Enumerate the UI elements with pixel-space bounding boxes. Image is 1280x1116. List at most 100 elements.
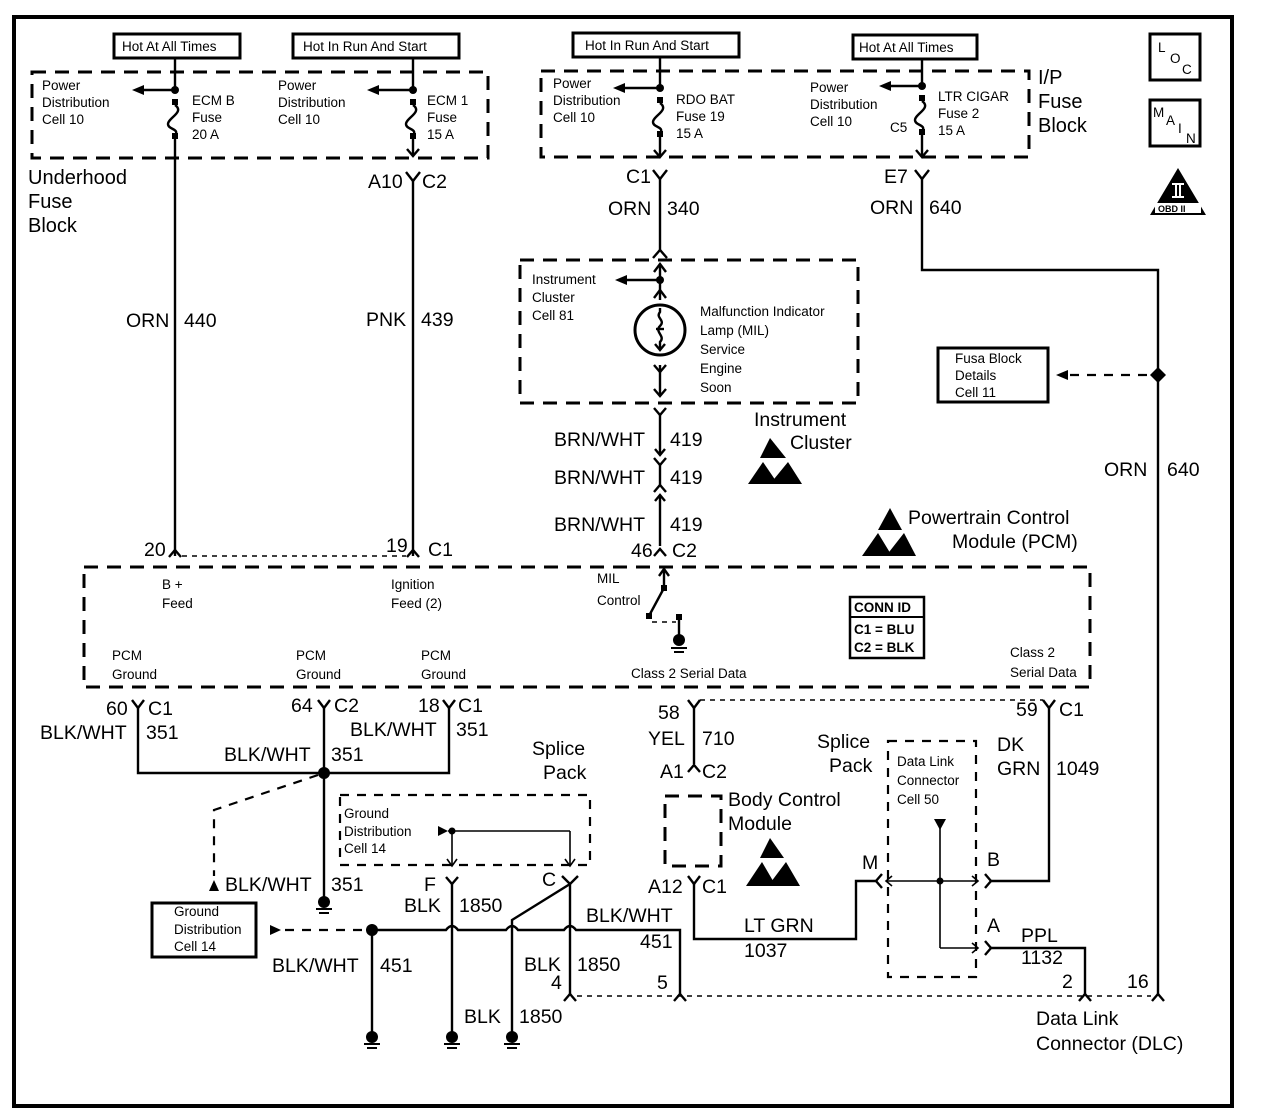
- svg-text:ECM 1: ECM 1: [427, 93, 468, 108]
- svg-text:351: 351: [331, 874, 364, 896]
- svg-text:Connector: Connector: [897, 773, 960, 788]
- svg-text:1850: 1850: [577, 954, 621, 976]
- fuse-block-details-ref[interactable]: Fusa Block Details Cell 11: [936, 346, 1050, 404]
- wire-label-pnk-439: PNK 439: [366, 309, 454, 331]
- svg-text:Splice: Splice: [817, 731, 870, 753]
- pcm-class2-serial-data-label: Class 2 Serial Data: [631, 666, 747, 681]
- main-icon[interactable]: M A I N: [1148, 98, 1202, 148]
- pcm-ground-label-3: PCM Ground: [421, 648, 466, 682]
- svg-text:20 A: 20 A: [192, 127, 219, 142]
- svg-text:Block: Block: [28, 215, 78, 237]
- bcm-pin-a12: A12: [648, 876, 683, 898]
- svg-text:B +: B +: [162, 577, 183, 592]
- arrow-up-icon: [209, 880, 219, 891]
- svg-text:Cluster: Cluster: [532, 290, 575, 305]
- dlc-pin-5: 5: [657, 972, 668, 994]
- svg-text:Distribution: Distribution: [810, 97, 878, 112]
- pd-ref-label: Power Distribution Cell 10: [278, 78, 346, 127]
- wire-label-orn-640-side: ORN 640: [1104, 459, 1200, 481]
- wire-label-blk-wht-451-b: BLK/WHT 451: [586, 905, 673, 953]
- svg-text:Cell 10: Cell 10: [553, 110, 595, 125]
- underhood-fuse-block-boundary: [30, 70, 490, 160]
- svg-text:PPL: PPL: [1021, 925, 1058, 947]
- wire-label-blk-wht-351-c: BLK/WHT 351: [350, 719, 489, 741]
- svg-text:15 A: 15 A: [427, 127, 454, 142]
- bcm-boundary: [663, 794, 723, 868]
- fuse-ecm-b-label: ECM B Fuse 20 A: [192, 93, 235, 142]
- arrow-left-icon: [367, 85, 379, 95]
- svg-text:BRN/WHT: BRN/WHT: [554, 514, 645, 536]
- pcm-conn-c1: C1: [428, 539, 453, 561]
- conn-id-table: CONN ID C1 = BLU C2 = BLK: [848, 595, 926, 660]
- svg-text:PCM: PCM: [112, 648, 142, 663]
- svg-text:BLK: BLK: [404, 895, 441, 917]
- svg-text:Distribution: Distribution: [174, 922, 242, 937]
- svg-text:1037: 1037: [744, 940, 787, 962]
- svg-text:Engine: Engine: [700, 361, 742, 376]
- pcm-b-feed-label: B + Feed: [162, 577, 193, 611]
- loc-icon[interactable]: L O C: [1148, 32, 1202, 82]
- arrow-right-icon: [270, 925, 281, 935]
- wire-label-brn-wht-419-a: BRN/WHT 419: [554, 429, 703, 451]
- svg-text:BLK/WHT: BLK/WHT: [586, 905, 673, 927]
- svg-text:Hot At All Times: Hot At All Times: [859, 40, 954, 55]
- svg-text:Instrument: Instrument: [532, 272, 596, 287]
- svg-text:Cluster: Cluster: [790, 432, 852, 454]
- wire-label-dk-grn-1049: DK GRN 1049: [997, 734, 1099, 780]
- pcm-mil-control-label: MIL Control: [597, 571, 641, 608]
- ground-icon: [316, 896, 332, 914]
- wire-label-orn-640-top: ORN 640: [870, 197, 962, 219]
- wire-label-blk-wht-351-a: BLK/WHT 351: [40, 722, 179, 744]
- svg-text:C1 = BLU: C1 = BLU: [854, 622, 914, 637]
- pcm-pin-46: 46: [631, 540, 653, 562]
- ground-distribution-ref-box[interactable]: Ground Distribution Cell 14: [150, 901, 258, 959]
- obd-ii-icon[interactable]: OBD II: [1150, 168, 1206, 215]
- pcm-boundary: [82, 565, 1092, 689]
- page-frame: [12, 15, 1234, 1108]
- svg-text:440: 440: [184, 310, 217, 332]
- svg-text:351: 351: [146, 722, 179, 744]
- svg-text:YEL: YEL: [648, 728, 685, 750]
- instrument-cluster-boundary: [518, 258, 860, 405]
- svg-text:Power: Power: [810, 80, 849, 95]
- pcm-conn-c1: C1: [458, 695, 483, 717]
- instrument-cluster-ref-label: Instrument Cluster Cell 81: [532, 272, 596, 323]
- hot-at-all-times-label-1: Hot At All Times: [112, 32, 242, 60]
- esd-warning-icon: [746, 838, 800, 886]
- svg-text:Data Link: Data Link: [897, 754, 954, 769]
- svg-text:ORN: ORN: [126, 310, 169, 332]
- connector-pin-label: A10: [368, 171, 403, 193]
- mil-label: Malfunction Indicator Lamp (MIL) Service…: [700, 304, 825, 395]
- svg-text:RDO BAT: RDO BAT: [676, 92, 735, 107]
- svg-text:I/P: I/P: [1038, 67, 1062, 89]
- pcm-pin-19: 19: [386, 535, 408, 557]
- esd-warning-icon: [862, 508, 916, 556]
- pcm-ignition-feed-label: Ignition Feed (2): [391, 577, 442, 611]
- svg-text:Cell 11: Cell 11: [955, 385, 996, 400]
- pcm-pin-58: 58: [658, 702, 680, 724]
- splice-pin-b: B: [987, 849, 1000, 871]
- arrow-left-icon: [1056, 370, 1068, 380]
- c5-label: C5: [890, 120, 907, 135]
- wire-label-lt-grn-1037: LT GRN 1037: [744, 915, 814, 962]
- ground-distribution-ref: Ground Distribution Cell 14: [344, 806, 412, 856]
- svg-text:BLK: BLK: [524, 954, 561, 976]
- svg-text:Fuse: Fuse: [1038, 91, 1082, 113]
- mil-control-switch-icon: [646, 566, 687, 653]
- pcm-pin-59: 59: [1016, 699, 1038, 721]
- pcm-ground-label-2: PCM Ground: [296, 648, 341, 682]
- svg-text:Feed: Feed: [162, 596, 193, 611]
- svg-text:Ignition: Ignition: [391, 577, 435, 592]
- hot-in-run-start-label-1: Hot In Run And Start: [291, 32, 461, 60]
- svg-text:710: 710: [702, 728, 735, 750]
- bcm-conn-c1: C1: [702, 876, 727, 898]
- underhood-fuse-block-label: Underhood Fuse Block: [28, 167, 127, 237]
- svg-text:Splice: Splice: [532, 738, 585, 760]
- svg-text:BLK/WHT: BLK/WHT: [40, 722, 127, 744]
- dlc-pin-4: 4: [551, 972, 562, 994]
- main-letter: A: [1166, 113, 1175, 128]
- svg-text:Power: Power: [42, 78, 81, 93]
- arrow-down-icon: [934, 819, 946, 830]
- svg-text:ECM B: ECM B: [192, 93, 235, 108]
- svg-text:Module: Module: [728, 813, 792, 835]
